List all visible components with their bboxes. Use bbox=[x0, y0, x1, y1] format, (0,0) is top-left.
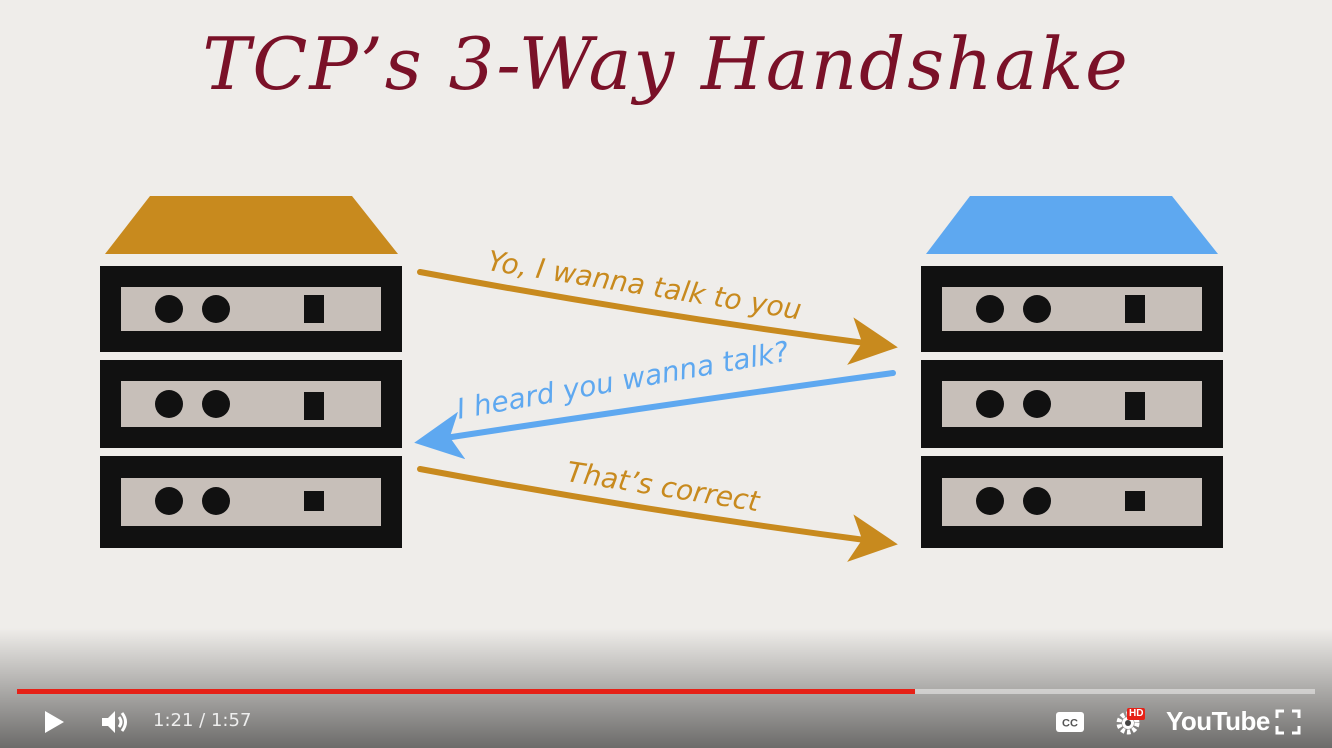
syn-arrow bbox=[417, 269, 898, 365]
server-roof bbox=[926, 196, 1218, 254]
play-button[interactable] bbox=[36, 700, 72, 744]
ack-arrow bbox=[417, 466, 898, 562]
progress-played bbox=[17, 689, 916, 694]
client-roof bbox=[105, 196, 398, 254]
slide-title: TCP’s 3-Way Handshake bbox=[202, 22, 1130, 106]
captions-icon: CC bbox=[1056, 712, 1084, 732]
duration: 1:57 bbox=[210, 710, 252, 731]
remote-server bbox=[921, 196, 1223, 548]
current-time: 1:21 bbox=[153, 710, 194, 731]
hd-badge: HD bbox=[1127, 708, 1146, 720]
youtube-logo[interactable]: YouTube bbox=[1166, 706, 1270, 736]
syn-ack-arrow bbox=[414, 370, 896, 460]
time-separator: / bbox=[199, 710, 206, 731]
time-display: 1:21 / 1:57 bbox=[153, 710, 251, 731]
play-icon bbox=[45, 711, 64, 733]
svg-text:CC: CC bbox=[1062, 718, 1078, 730]
client-server bbox=[100, 196, 402, 548]
volume-icon bbox=[102, 711, 127, 733]
player-controls: 1:21 / 1:57 CC HD YouTube bbox=[0, 700, 1332, 748]
captions-button[interactable]: CC bbox=[1053, 700, 1087, 744]
fullscreen-button[interactable] bbox=[1271, 700, 1305, 744]
settings-button[interactable] bbox=[1111, 700, 1145, 744]
volume-button[interactable] bbox=[96, 700, 136, 744]
progress-bar[interactable] bbox=[17, 689, 1315, 694]
fullscreen-icon bbox=[1275, 709, 1301, 735]
